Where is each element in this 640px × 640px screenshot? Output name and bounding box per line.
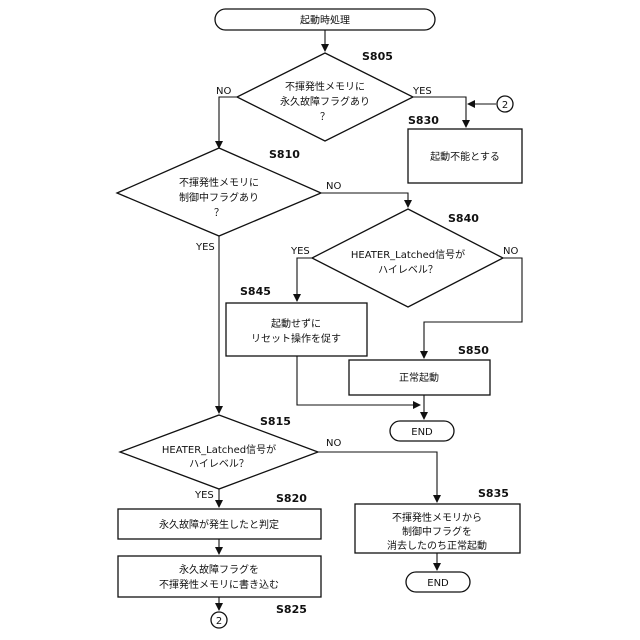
s815-line-2: ハイレベル？	[189, 458, 249, 470]
s815-no-label: NO	[326, 438, 341, 449]
s840-yes-label: YES	[290, 246, 310, 257]
s840-line-1: HEATER_Latched信号が	[351, 248, 465, 261]
s805-yes-label: YES	[412, 86, 432, 97]
s805-no-label: NO	[216, 86, 231, 97]
end-terminal-lower: END	[406, 572, 470, 592]
connector-2-top: 2	[497, 96, 513, 112]
s840-no-label: NO	[503, 246, 518, 257]
s845-line-1: 起動せずに	[271, 317, 321, 330]
s810-no-label: NO	[326, 181, 341, 192]
s805-line-1: 不揮発性メモリに	[285, 80, 365, 93]
decision-s810: 不揮発性メモリに 制御中フラグあり ？ S810 NO YES	[117, 148, 341, 253]
connector-2-bottom: 2	[211, 612, 227, 628]
s815-line-1: HEATER_Latched信号が	[162, 443, 276, 456]
start-terminal: 起動時処理	[215, 9, 435, 30]
s840-line-2: ハイレベル？	[378, 264, 438, 276]
s835-line-3: 消去したのち正常起動	[387, 539, 487, 552]
s815-yes-label: YES	[194, 490, 214, 501]
s850-label: 正常起動	[399, 371, 439, 384]
s845-line-2: リセット操作を促す	[251, 332, 341, 345]
decision-s840: HEATER_Latched信号が ハイレベル？ S840 YES NO	[290, 209, 518, 307]
s810-line-1: 不揮発性メモリに	[179, 176, 259, 189]
s830-step-label: S830	[408, 114, 439, 127]
s835-line-2: 制御中フラグを	[402, 525, 472, 538]
process-s850: 正常起動 S850	[349, 344, 490, 395]
s835-step-label: S835	[478, 487, 509, 500]
s850-step-label: S850	[458, 344, 489, 357]
connector-2-top-label: 2	[502, 100, 508, 111]
start-label: 起動時処理	[300, 14, 350, 27]
s805-line-3: ？	[320, 112, 330, 123]
s825-step-label: S825	[276, 603, 307, 616]
end-terminal-upper: END	[390, 421, 454, 441]
s845-step-label: S845	[240, 285, 271, 298]
decision-s815: HEATER_Latched信号が ハイレベル？ S815 NO YES	[120, 415, 341, 501]
s825-line-2: 不揮発性メモリに書き込む	[159, 578, 279, 591]
s820-step-label: S820	[276, 492, 307, 505]
s835-line-1: 不揮発性メモリから	[392, 511, 482, 524]
s825-line-1: 永久故障フラグを	[179, 563, 259, 576]
s815-step-label: S815	[260, 415, 291, 428]
s810-line-2: 制御中フラグあり	[179, 191, 259, 204]
process-s830: 起動不能とする S830	[408, 114, 522, 183]
s830-label: 起動不能とする	[430, 150, 500, 163]
end-label-lower: END	[427, 578, 449, 589]
s810-line-3: ？	[214, 208, 224, 219]
s810-step-label: S810	[269, 148, 300, 161]
s805-line-2: 永久故障フラグあり	[280, 95, 370, 108]
s820-label: 永久故障が発生したと判定	[159, 518, 279, 531]
s810-yes-label: YES	[195, 242, 215, 253]
s840-step-label: S840	[448, 212, 479, 225]
connector-2-bottom-label: 2	[216, 616, 222, 627]
s805-step-label: S805	[362, 50, 393, 63]
end-label-upper: END	[411, 427, 433, 438]
decision-s805: 不揮発性メモリに 永久故障フラグあり ？ S805 NO YES	[216, 50, 432, 141]
